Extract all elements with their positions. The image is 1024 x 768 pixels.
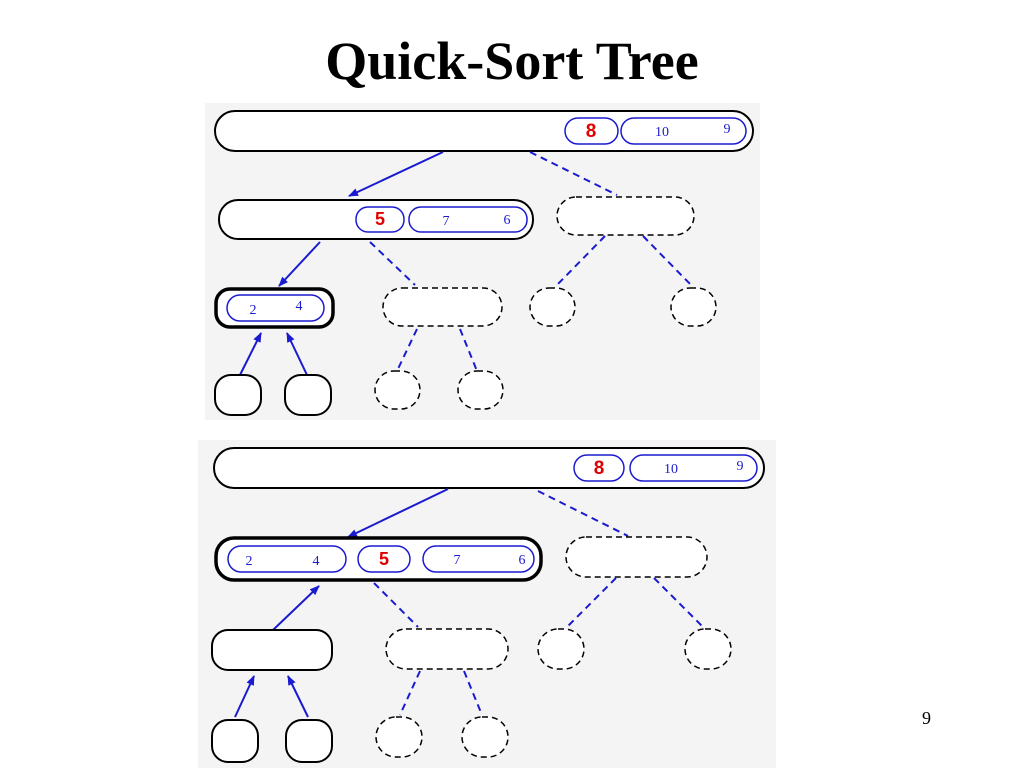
level1-greater-value: 6 — [519, 553, 526, 568]
greater-pill — [408, 206, 528, 233]
greater-pill — [422, 545, 535, 573]
empty-node — [670, 287, 717, 327]
root-pivot-value: 8 — [594, 458, 605, 479]
less-pill — [227, 545, 347, 573]
tree-diagram-2: 8 10 9 2 4 5 7 6 — [211, 447, 765, 763]
root-pivot-value: 8 — [586, 121, 597, 142]
edge-dashed — [463, 670, 483, 716]
level1-greater-value: 7 — [454, 553, 461, 568]
level1-pivot-value: 5 — [379, 549, 389, 569]
edge-root-to-right — [537, 490, 629, 537]
root-node — [214, 110, 754, 152]
edge-dashed — [369, 241, 416, 286]
edge-to-current-node — [278, 241, 321, 287]
node-value: 4 — [296, 299, 303, 314]
edge-dashed — [396, 328, 418, 372]
edge-up — [286, 332, 308, 376]
level1-greater-value: 6 — [504, 213, 511, 228]
level1-greater-value: 7 — [443, 214, 450, 229]
tree-diagram-1: 8 10 9 5 7 6 2 4 — [214, 110, 754, 416]
leaf-node — [214, 374, 262, 416]
empty-leaf-node — [457, 370, 504, 410]
edge-root-to-right — [529, 151, 618, 196]
quick-sort-tree-panel-step-2: 8 10 9 2 4 5 7 6 — [198, 440, 776, 768]
edge-up — [287, 675, 309, 718]
root-greater-value: 10 — [655, 125, 669, 140]
edge-root-to-left — [348, 151, 444, 197]
empty-node — [382, 287, 503, 327]
empty-right-node — [556, 196, 695, 236]
edge-up — [234, 675, 255, 718]
edge-dashed — [373, 582, 419, 628]
leaf-node — [285, 719, 333, 763]
quick-sort-tree-panel-step-1: 8 10 9 5 7 6 2 4 — [205, 103, 760, 420]
pivot-pill — [355, 206, 405, 233]
slide-title: Quick-Sort Tree — [325, 31, 699, 91]
root-greater-value: 10 — [664, 462, 678, 477]
greater-pill — [629, 454, 758, 482]
pivot-pill — [357, 545, 411, 573]
empty-node — [684, 628, 732, 670]
edge-up — [239, 332, 262, 376]
empty-right-node — [565, 536, 708, 578]
edge-dashed — [556, 235, 606, 286]
edge-dashed — [565, 577, 617, 629]
edge-up — [272, 585, 320, 631]
empty-node — [529, 287, 576, 327]
level1-pivot-value: 5 — [375, 209, 385, 229]
leaf-node — [211, 719, 259, 763]
empty-leaf-node — [461, 716, 509, 758]
edge-dashed — [642, 235, 692, 286]
greater-pill — [620, 117, 747, 145]
edge-dashed — [653, 577, 705, 629]
pivot-pill — [564, 117, 619, 145]
leaf-node — [284, 374, 332, 416]
empty-leaf-node — [375, 716, 423, 758]
edge-dashed — [399, 670, 421, 716]
edge-root-to-left — [347, 488, 449, 538]
left-child-node — [211, 629, 333, 671]
page-number: 9 — [922, 708, 931, 728]
empty-leaf-node — [374, 370, 421, 410]
less-value: 4 — [313, 554, 320, 569]
empty-node — [385, 628, 509, 670]
root-greater-value: 9 — [737, 459, 744, 474]
node-value: 2 — [250, 303, 257, 318]
root-greater-value: 9 — [724, 122, 731, 137]
root-node — [213, 447, 765, 489]
values-pill — [226, 294, 325, 322]
less-value: 2 — [246, 554, 253, 569]
empty-node — [537, 628, 585, 670]
pivot-pill — [573, 454, 625, 482]
edge-dashed — [459, 328, 478, 372]
